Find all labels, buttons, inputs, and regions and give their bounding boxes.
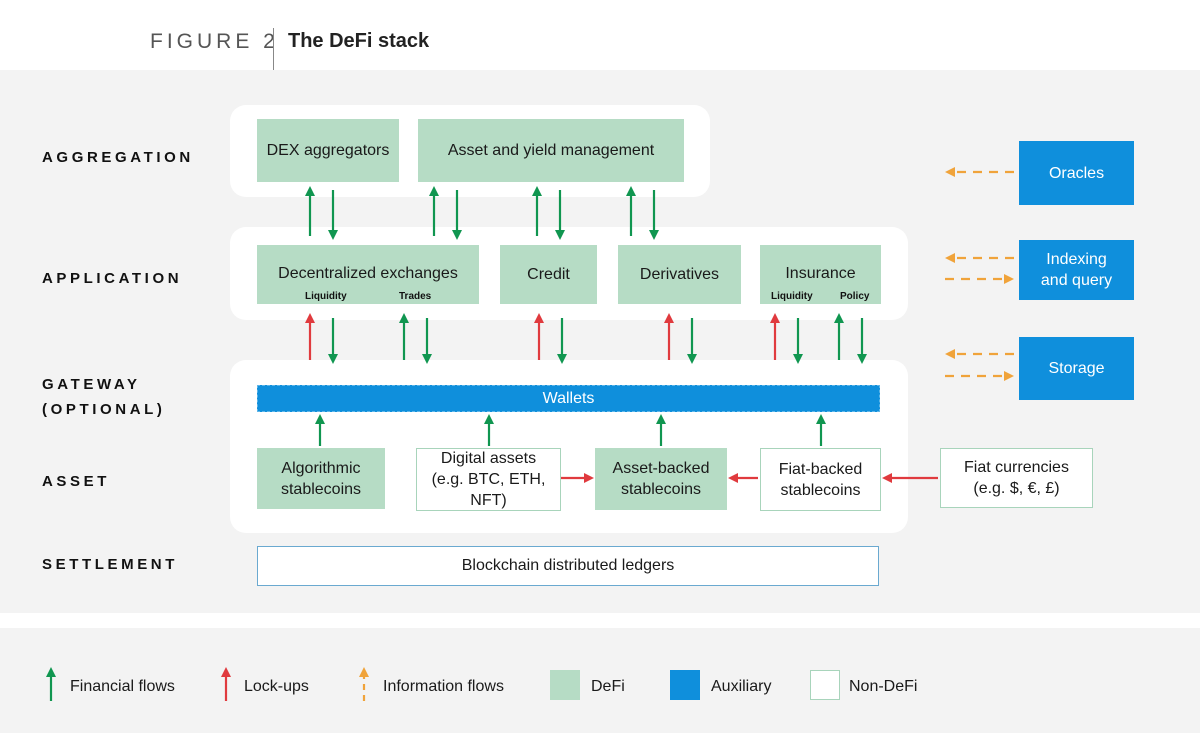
dex-liquidity-label: Liquidity (305, 291, 347, 302)
asset-yield-management-box: Asset and yield management (418, 119, 684, 182)
dex-trades-label: Trades (399, 291, 432, 302)
indexing-line-2: and query (1040, 272, 1113, 289)
storage-box: Storage (1019, 337, 1134, 400)
fiat-backed-line-1: Fiat-backed (778, 460, 863, 478)
layer-label-settlement: SETTLEMENT (42, 556, 178, 573)
legend-nondefi-label: Non-DeFi (849, 678, 918, 695)
legend-panel (0, 628, 1200, 733)
blockchain-ledger-box: Blockchain distributed ledgers (257, 546, 879, 586)
derivatives-box: Derivatives (618, 245, 741, 304)
insurance-liquidity-label: Liquidity (771, 291, 813, 302)
digital-line-2: (e.g. BTC, ETH, (431, 471, 546, 488)
layer-label-application: APPLICATION (42, 270, 183, 287)
header-divider (273, 28, 274, 70)
decentralized-exchanges-box: Decentralized exchanges Liquidity Trades (257, 245, 479, 304)
layer-label-asset: ASSET (42, 473, 111, 490)
insurance-label: Insurance (785, 265, 856, 282)
wallets-bar: Wallets (257, 385, 880, 412)
digital-line-3: NFT) (470, 492, 507, 509)
dex-label: Decentralized exchanges (278, 265, 458, 282)
legend-information-label: Information flows (383, 678, 504, 695)
oracles-box: Oracles (1019, 141, 1134, 205)
fiat-currencies-box: Fiat currencies (e.g. $, €, £) (940, 448, 1093, 508)
legend-defi-swatch (550, 670, 580, 700)
dex-aggregators-box: DEX aggregators (257, 119, 399, 182)
legend-auxiliary-swatch (670, 670, 700, 700)
figure-title: The DeFi stack (288, 30, 430, 52)
asset-backed-line-1: Asset-backed (612, 460, 710, 477)
insurance-box: Insurance Liquidity Policy (760, 245, 881, 304)
figure-label: FIGURE 2 (150, 30, 279, 53)
legend-financial-label: Financial flows (70, 678, 175, 695)
fiat-backed-line-2: stablecoins (780, 481, 861, 499)
algorithmic-line-1: Algorithmic (281, 459, 361, 477)
legend-nondefi-swatch (810, 670, 840, 700)
insurance-policy-label: Policy (840, 291, 870, 302)
fiat-currencies-line-1: Fiat currencies (964, 459, 1069, 476)
digital-assets-box: Digital assets (e.g. BTC, ETH, NFT) (416, 448, 561, 511)
indexing-query-box: Indexing and query (1019, 240, 1134, 300)
indexing-line-1: Indexing (1046, 251, 1107, 268)
asset-backed-stablecoins-box: Asset-backed stablecoins (595, 448, 727, 510)
layer-label-gateway: GATEWAY (42, 376, 141, 393)
credit-box: Credit (500, 245, 597, 304)
layer-label-gateway-optional: (OPTIONAL) (42, 401, 166, 418)
legend-lockups-label: Lock-ups (244, 678, 309, 695)
legend-auxiliary-label: Auxiliary (711, 678, 772, 695)
digital-line-1: Digital assets (440, 450, 537, 467)
legend-defi-label: DeFi (591, 678, 625, 695)
algorithmic-line-2: stablecoins (280, 480, 362, 498)
fiat-currencies-line-2: (e.g. $, €, £) (973, 480, 1060, 497)
layer-label-aggregation: AGGREGATION (42, 149, 194, 166)
asset-backed-line-2: stablecoins (620, 481, 702, 498)
algorithmic-stablecoins-box: Algorithmic stablecoins (257, 448, 385, 509)
fiat-backed-stablecoins-box: Fiat-backed stablecoins (760, 448, 881, 511)
